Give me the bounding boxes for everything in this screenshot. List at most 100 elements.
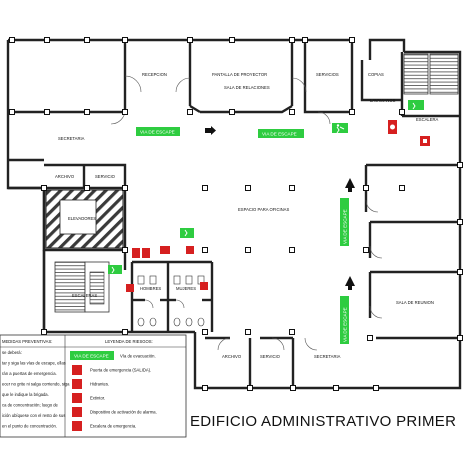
room-label-sala-reunion: SALA DE REUNION xyxy=(396,300,434,305)
column-21 xyxy=(202,185,208,191)
column-14 xyxy=(229,109,235,115)
column-6 xyxy=(289,37,295,43)
column-7 xyxy=(302,37,308,43)
column-23 xyxy=(289,185,295,191)
room-label-servicio: SERVICIO xyxy=(95,174,116,179)
extinguisher-icon xyxy=(126,120,397,292)
column-10 xyxy=(44,109,50,115)
column-30 xyxy=(289,247,295,253)
column-29 xyxy=(245,247,251,253)
column-36 xyxy=(245,329,251,335)
column-28 xyxy=(202,247,208,253)
column-0 xyxy=(9,37,15,43)
column-44 xyxy=(373,385,379,391)
svg-text:Escalera de emergencia.: Escalera de emergencia. xyxy=(90,424,136,429)
column-20 xyxy=(122,185,128,191)
column-12 xyxy=(122,109,128,115)
room-label-lavamanos: LAVAMANOS xyxy=(370,98,396,103)
column-40 xyxy=(202,385,208,391)
svg-text:VIA DE ESCAPE: VIA DE ESCAPE xyxy=(343,209,348,244)
escape-sign-vertical-2: VIA DE ESCAPE xyxy=(340,296,349,344)
room-label-elevadores: ELEVADORES xyxy=(68,216,96,221)
risk-legend-item: VIA DE ESCAPE Vía de evacuación. xyxy=(70,351,156,360)
preventive-line: ecer no grite ni salga corriendo, siga xyxy=(2,382,70,387)
column-37 xyxy=(289,329,295,335)
column-18 xyxy=(41,185,47,191)
running-man-exit-icon xyxy=(108,100,424,274)
room-label-secretaria-bottom: SECRETARIA xyxy=(314,354,341,359)
escape-sign-1: VIA DE ESCAPE xyxy=(136,127,180,136)
column-13 xyxy=(187,109,193,115)
svg-text:VIA DE ESCAPE: VIA DE ESCAPE xyxy=(140,130,175,135)
preventive-line: rán a puertas de emergencia. xyxy=(2,371,57,376)
column-43 xyxy=(333,385,339,391)
svg-text:Extintor.: Extintor. xyxy=(90,396,105,401)
escape-sign-2: VIA DE ESCAPE xyxy=(258,129,304,138)
preventive-line: ición ubíquese con el resto de sus xyxy=(2,413,65,418)
risk-legend-item: Dispositivo de activación de alarma. xyxy=(72,407,157,417)
page-title: EDIFICIO ADMINISTRATIVO PRIMER xyxy=(190,413,456,430)
svg-text:VIA DE ESCAPE: VIA DE ESCAPE xyxy=(74,354,109,359)
column-45 xyxy=(457,335,463,341)
column-26 xyxy=(457,162,463,168)
svg-text:Vía de evacuación.: Vía de evacuación. xyxy=(120,354,156,359)
risk-legend-item: Extintor. xyxy=(72,393,105,403)
column-15 xyxy=(289,109,295,115)
risk-legend-item: Hidrantes. xyxy=(72,379,109,389)
bathroom-fixtures xyxy=(137,275,205,327)
hydrant-icon xyxy=(420,136,430,146)
legend-risk-items: VIA DE ESCAPE Vía de evacuación. Puerta de… xyxy=(70,351,157,431)
stairs-left xyxy=(54,261,110,313)
column-27 xyxy=(122,247,128,253)
legend-panel xyxy=(0,334,187,438)
room-label-copias: COPIAS xyxy=(368,72,384,77)
room-label-escaleras: ESCALERAS xyxy=(72,293,97,298)
svg-text:Hidrantes.: Hidrantes. xyxy=(90,382,109,387)
svg-text:Puerta de emergencia (SALIDA).: Puerta de emergencia (SALIDA). xyxy=(90,368,151,373)
arrow-icon xyxy=(205,126,355,290)
column-31 xyxy=(363,247,369,253)
svg-text:Dispositivo de activación de a: Dispositivo de activación de alarma. xyxy=(90,410,157,415)
legend-preventive-lines: se deberá: tar y siga las vías de escape,… xyxy=(2,350,70,429)
preventive-line: tar y siga las vías de escape, ellas xyxy=(2,361,66,366)
interior-walls xyxy=(8,40,460,388)
structural-columns xyxy=(9,37,463,391)
column-1 xyxy=(44,37,50,43)
column-25 xyxy=(399,185,405,191)
room-label-secretaria: SECRETARIA xyxy=(58,136,85,141)
column-22 xyxy=(245,185,251,191)
room-label-archivo-bottom: ARCHIVO xyxy=(222,354,242,359)
room-label-mujeres: MUJERES xyxy=(176,286,196,291)
room-label-espacio-oficinas: ESPACIO PARA OFICINAS xyxy=(238,207,289,212)
preventive-line: que le indique la brigada. xyxy=(2,392,49,397)
room-label-hombres: HOMBRES xyxy=(140,286,161,291)
column-17 xyxy=(399,109,405,115)
room-label-archivo: ARCHIVO xyxy=(55,174,75,179)
column-16 xyxy=(349,109,355,115)
svg-text:VIA DE ESCAPE: VIA DE ESCAPE xyxy=(262,132,297,137)
preventive-line: ca de concentración; luego de xyxy=(2,403,59,408)
column-35 xyxy=(202,329,208,335)
column-34 xyxy=(122,329,128,335)
column-5 xyxy=(229,37,235,43)
column-24 xyxy=(363,185,369,191)
room-label-pantalla: PANTALLA DE PROYECTOR xyxy=(212,72,267,77)
room-label-recepcion: RECEPCION xyxy=(142,72,167,77)
column-39 xyxy=(457,269,463,275)
escape-sign-vertical-1: VIA DE ESCAPE xyxy=(340,198,349,246)
column-2 xyxy=(84,37,90,43)
preventive-line: se deberá: xyxy=(2,350,22,355)
legend-preventive-title: MEDIDAS PREVENTIVAS: xyxy=(2,339,52,344)
column-33 xyxy=(41,329,47,335)
column-3 xyxy=(122,37,128,43)
column-32 xyxy=(457,219,463,225)
column-41 xyxy=(247,385,253,391)
column-4 xyxy=(187,37,193,43)
column-11 xyxy=(84,109,90,115)
preventive-line: en el punto de concentración. xyxy=(2,424,57,429)
svg-text:VIA DE ESCAPE: VIA DE ESCAPE xyxy=(343,307,348,342)
room-label-escalera: ESCALERA xyxy=(416,117,439,122)
legend-risk-title: LEYENDA DE RIESGOS: xyxy=(105,339,153,344)
room-label-servicios: SERVICIOS xyxy=(316,72,339,77)
